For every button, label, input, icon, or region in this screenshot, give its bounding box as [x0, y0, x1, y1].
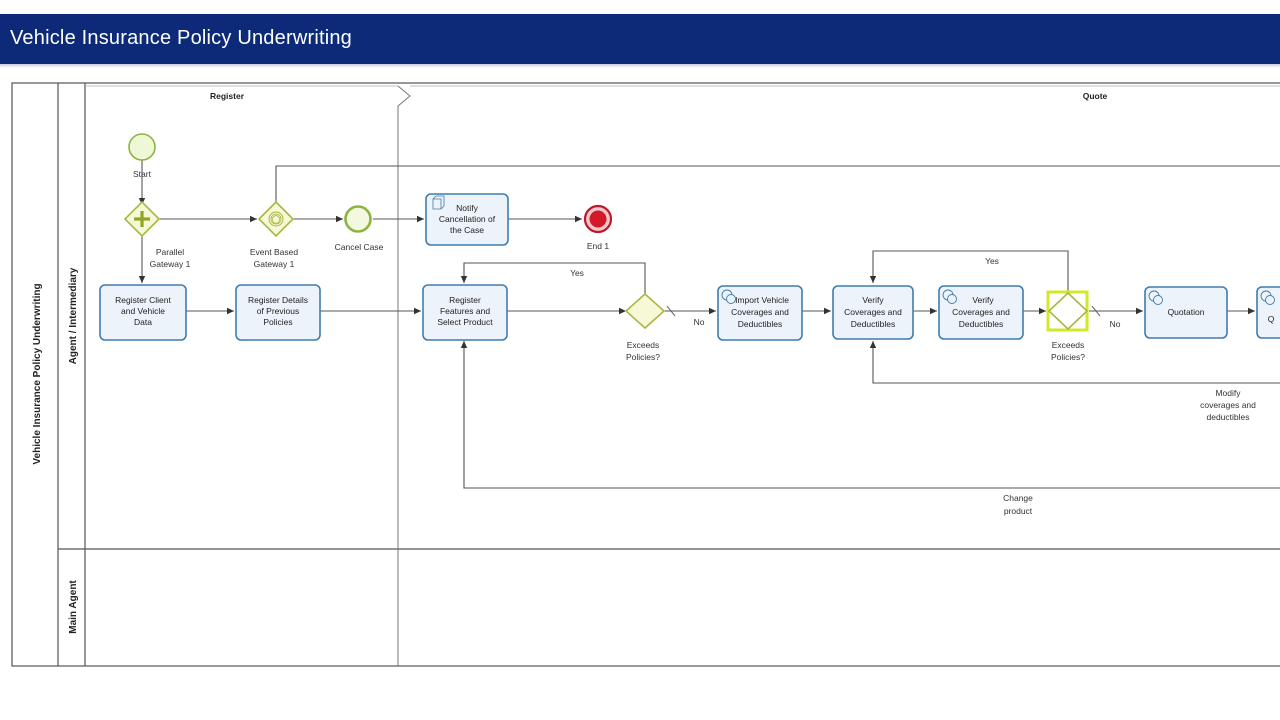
task-register-client[interactable]: Register Client and Vehicle Data: [99, 284, 187, 341]
end-label: End 1: [587, 241, 609, 251]
lane-label-agent: Agent / Intermediary: [68, 267, 79, 364]
pool-border: [11, 82, 1280, 667]
task-label-line: Coverages and: [952, 307, 1010, 317]
task-label-line: Coverages and: [844, 307, 902, 317]
task-label-line: Cancellation of: [439, 214, 496, 224]
task-label-line: Coverages and: [731, 307, 789, 317]
exclusive-gateway-exceeds-1[interactable]: Exceeds Policies?: [624, 292, 666, 362]
page-title: Vehicle Insurance Policy Underwriting: [10, 27, 353, 49]
event-based-gateway[interactable]: Event Based Gateway 1: [250, 200, 298, 269]
pool: Vehicle Insurance Policy Underwriting Ag…: [11, 82, 1280, 667]
task-verify-coverages-1[interactable]: Verify Coverages and Deductibles: [832, 285, 914, 340]
event-gateway-label-line2: Gateway 1: [254, 259, 295, 269]
task-label-line: Verify: [862, 295, 884, 305]
start-label: Start: [133, 169, 152, 179]
task-label-line: Deductibles: [959, 319, 1003, 329]
task-label-line: Register: [449, 295, 481, 305]
task-label-line: the Case: [450, 225, 484, 235]
event-gateway-label-line1: Event Based: [250, 247, 298, 257]
flow-label-modify-line1: Modify: [1215, 388, 1241, 398]
flow-label-change-line1: Change: [1003, 493, 1033, 503]
task-label-line: Deductibles: [738, 319, 782, 329]
flow-labels: Yes No Yes No Modify coverages and deduc…: [570, 256, 1256, 516]
gateway-label-line1: Exceeds: [627, 340, 660, 350]
task-label-line: Verify: [972, 295, 994, 305]
gateway-label-line2: Policies?: [626, 352, 660, 362]
lane-label-main-agent: Main Agent: [68, 580, 79, 634]
cancel-case-label: Cancel Case: [335, 242, 384, 252]
task-register-features[interactable]: Register Features and Select Product: [422, 284, 508, 341]
flow-label-no-2: No: [1110, 319, 1121, 329]
flow-label-no-1: No: [694, 317, 705, 327]
phase-register-label: Register: [210, 91, 245, 101]
task-label-line: Deductibles: [851, 319, 895, 329]
flow-label-yes-2: Yes: [985, 256, 999, 266]
title-bar: Vehicle Insurance Policy Underwriting: [0, 14, 1280, 64]
task-label-line: Register Client: [115, 295, 171, 305]
task-label-line: Register Details: [248, 295, 308, 305]
cancel-case-event[interactable]: Cancel Case: [335, 205, 384, 253]
task-notify-cancellation[interactable]: Notify Cancellation of the Case: [425, 193, 509, 246]
task-label-line: Features and: [440, 306, 490, 316]
phase-quote-label: Quote: [1083, 91, 1108, 101]
task-label-line: Policies: [263, 317, 292, 327]
parallel-gateway-label-line2: Gateway 1: [150, 259, 191, 269]
task-import-vehicle[interactable]: Import Vehicle Coverages and Deductibles: [717, 285, 803, 341]
task-quotation[interactable]: Quotation: [1144, 286, 1228, 339]
gateway-label-line1: Exceeds: [1052, 340, 1085, 350]
exclusive-gateway-exceeds-2[interactable]: Exceeds Policies?: [1046, 290, 1089, 362]
start-event[interactable]: Start: [128, 133, 156, 179]
script-icon: [432, 195, 445, 210]
task-label-line: Data: [134, 317, 152, 327]
task-label-line: Q: [1268, 314, 1275, 324]
task-partial-offscreen[interactable]: Q: [1256, 286, 1280, 339]
task-label-line: and Vehicle: [121, 306, 165, 316]
flow-label-modify-line3: deductibles: [1206, 412, 1249, 422]
flow-label-change-line2: product: [1004, 506, 1033, 516]
flow-label-modify-line2: coverages and: [1200, 400, 1256, 410]
sequence-flows: [138, 160, 1280, 489]
phases: Register Quote: [85, 85, 1280, 666]
plus-icon: [134, 211, 150, 227]
flow-label-yes-1: Yes: [570, 268, 584, 278]
parallel-gateway[interactable]: Parallel Gateway 1: [123, 200, 191, 269]
pentagon-icon: [271, 214, 281, 224]
gateway-label-line2: Policies?: [1051, 352, 1085, 362]
task-label-line: of Previous: [257, 306, 300, 316]
task-label-line: Quotation: [1168, 307, 1205, 317]
task-label-line: Import Vehicle: [735, 295, 789, 305]
task-register-details[interactable]: Register Details of Previous Policies: [235, 284, 321, 341]
title-bar-shadow: [0, 64, 1280, 68]
end-event[interactable]: End 1: [583, 204, 613, 251]
task-label-line: Notify: [456, 203, 478, 213]
task-label-line: Select Product: [437, 317, 493, 327]
event-circle-icon: [268, 211, 284, 227]
task-verify-coverages-2[interactable]: Verify Coverages and Deductibles: [938, 285, 1024, 340]
parallel-gateway-label-line1: Parallel: [156, 247, 184, 257]
pool-label: Vehicle Insurance Policy Underwriting: [32, 283, 43, 464]
